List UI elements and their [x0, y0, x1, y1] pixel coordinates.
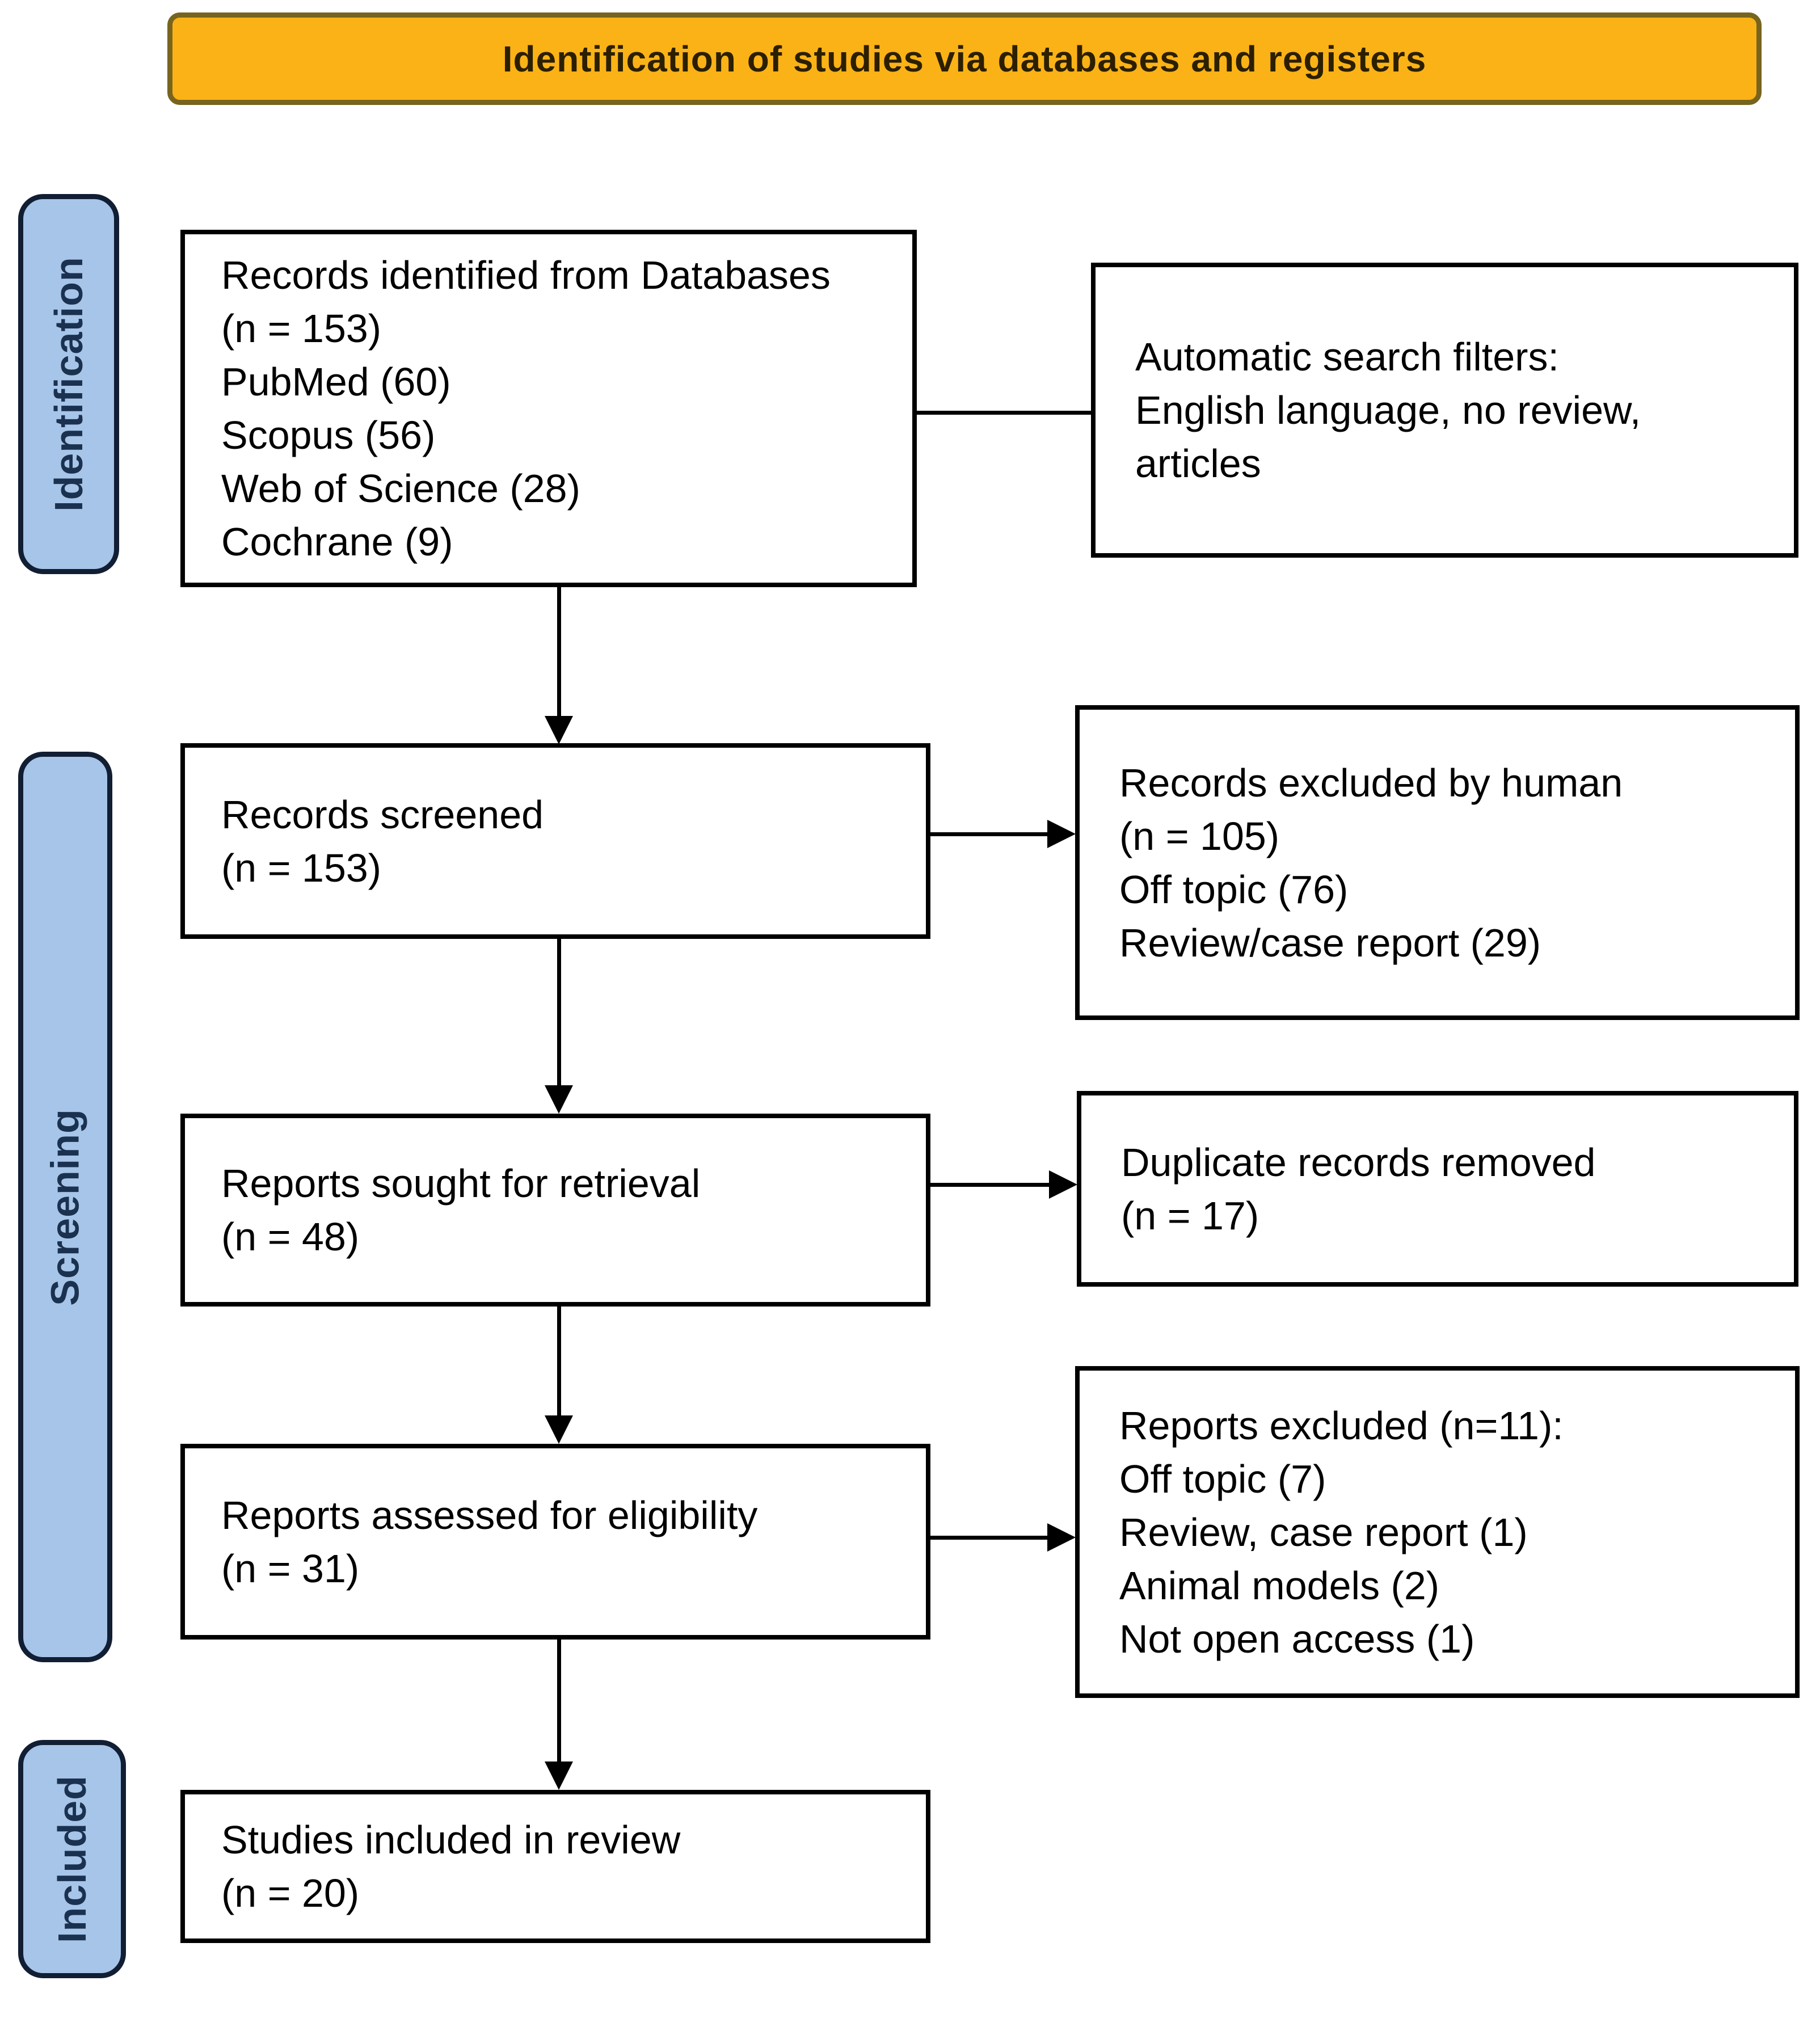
phase-label-included: Included	[18, 1740, 126, 1978]
box-line: articles	[1135, 441, 1261, 486]
box-duplicates-removed: Duplicate records removed (n = 17)	[1077, 1091, 1798, 1287]
box-line: PubMed (60)	[221, 360, 451, 404]
phase-label-identification-text: Identification	[47, 256, 91, 512]
arrowhead-down-icon	[545, 1761, 573, 1790]
arrow-screened-to-excluded	[930, 832, 1049, 836]
box-line: (n = 105)	[1119, 814, 1280, 858]
phase-label-identification: Identification	[18, 194, 119, 574]
box-line: Web of Science (28)	[221, 466, 580, 511]
box-line: (n = 31)	[221, 1546, 360, 1591]
arrow-sought-to-assessed	[557, 1307, 561, 1418]
box-line: English language, no review,	[1135, 388, 1641, 432]
box-line: Reports assessed for eligibility	[221, 1493, 758, 1537]
arrowhead-down-icon	[545, 716, 573, 744]
box-line: Duplicate records removed	[1121, 1140, 1596, 1185]
box-line: Automatic search filters:	[1135, 335, 1559, 379]
box-reports-assessed: Reports assessed for eligibility (n = 31…	[180, 1444, 930, 1640]
box-line: Studies included in review	[221, 1818, 681, 1862]
phase-label-included-text: Included	[50, 1775, 95, 1943]
arrow-assessed-to-excluded	[930, 1536, 1049, 1540]
box-records-screened: Records screened (n = 153)	[180, 743, 930, 939]
box-reports-sought: Reports sought for retrieval (n = 48)	[180, 1114, 930, 1307]
box-line: Records screened	[221, 792, 544, 837]
arrowhead-right-icon	[1049, 1170, 1077, 1199]
diagram-title: Identification of studies via databases …	[167, 12, 1762, 105]
box-line: Reports excluded (n=11):	[1119, 1403, 1564, 1448]
arrowhead-right-icon	[1047, 1523, 1076, 1552]
arrow-screened-to-sought	[557, 939, 561, 1088]
box-line: Records identified from Databases	[221, 253, 831, 297]
box-line: (n = 20)	[221, 1871, 360, 1915]
arrowhead-right-icon	[1047, 820, 1076, 848]
box-line: Review, case report (1)	[1119, 1510, 1528, 1554]
box-line: Records excluded by human	[1119, 760, 1623, 805]
box-line: (n = 17)	[1121, 1193, 1259, 1238]
box-line: Off topic (76)	[1119, 867, 1349, 912]
box-line: Not open access (1)	[1119, 1616, 1475, 1661]
box-search-filters: Automatic search filters: English langua…	[1091, 263, 1798, 558]
box-records-excluded: Records excluded by human (n = 105) Off …	[1075, 705, 1800, 1020]
arrow-identified-to-screened	[557, 587, 561, 719]
arrow-assessed-to-included	[557, 1640, 561, 1764]
box-line: (n = 48)	[221, 1215, 360, 1259]
arrowhead-down-icon	[545, 1085, 573, 1114]
box-line: (n = 153)	[221, 306, 382, 351]
box-reports-excluded: Reports excluded (n=11): Off topic (7) R…	[1075, 1366, 1800, 1698]
box-line: Cochrane (9)	[221, 520, 453, 564]
arrow-sought-to-duplicates	[930, 1183, 1051, 1187]
phase-label-screening-text: Screening	[43, 1108, 88, 1306]
box-line: Scopus (56)	[221, 413, 436, 457]
box-line: Reports sought for retrieval	[221, 1161, 701, 1206]
box-line: Off topic (7)	[1119, 1456, 1326, 1501]
box-line: Review/case report (29)	[1119, 920, 1541, 965]
box-records-identified: Records identified from Databases (n = 1…	[180, 230, 917, 587]
phase-label-screening: Screening	[18, 752, 112, 1662]
box-studies-included: Studies included in review (n = 20)	[180, 1790, 930, 1943]
arrowhead-down-icon	[545, 1415, 573, 1444]
connector-identified-to-filters	[917, 411, 1091, 415]
box-line: Animal models (2)	[1119, 1563, 1440, 1608]
box-line: (n = 153)	[221, 845, 382, 890]
